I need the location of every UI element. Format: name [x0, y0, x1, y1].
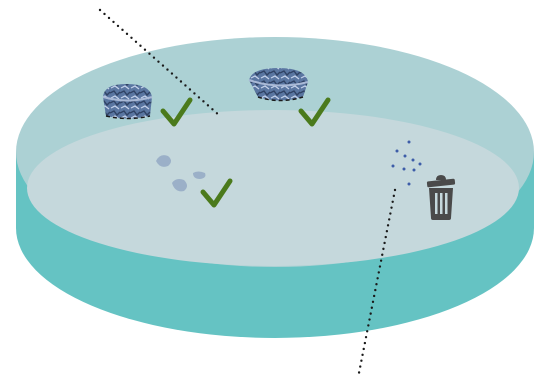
trash-can-icon: [427, 175, 455, 220]
large-organism-left: [103, 84, 152, 119]
large-organism-right: [249, 68, 308, 101]
